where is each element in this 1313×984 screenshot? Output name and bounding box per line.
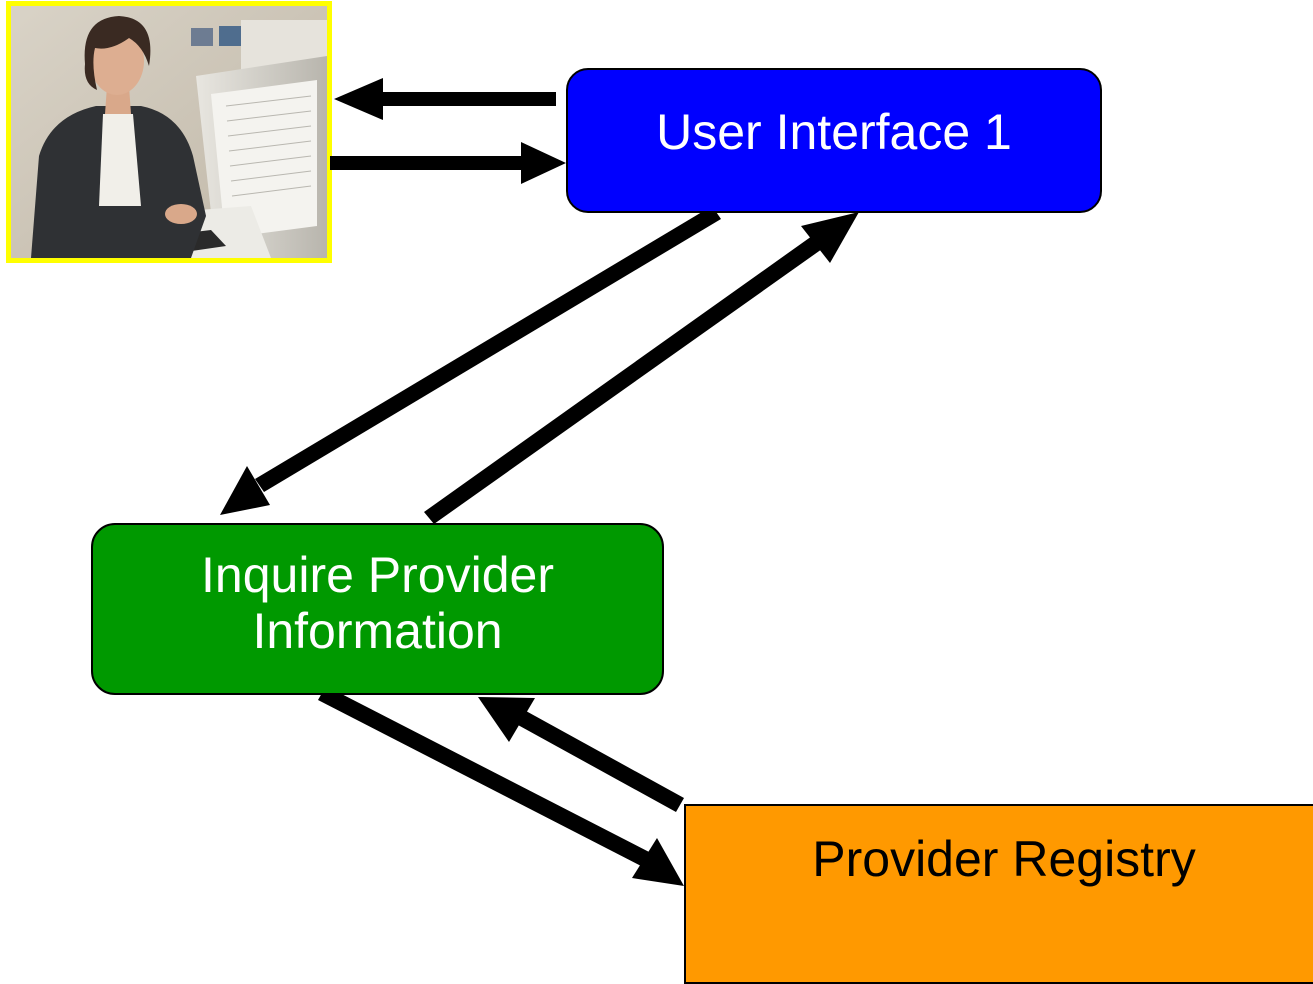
arrow-user-to-ui xyxy=(330,142,566,184)
arrow-ui-to-user xyxy=(334,78,556,120)
provider-registry-label: Provider Registry xyxy=(812,831,1196,887)
user-interface-label: User Interface 1 xyxy=(656,103,1012,160)
user-interface-node: User Interface 1 xyxy=(566,68,1102,213)
person-at-computer-photo xyxy=(11,6,327,258)
arrow-inquire-to-registry xyxy=(318,686,684,886)
inquire-provider-label: Inquire Provider Information xyxy=(201,547,554,659)
provider-registry-node: Provider Registry xyxy=(684,804,1313,984)
arrow-inquire-to-ui xyxy=(424,212,859,524)
arrow-ui-to-inquire xyxy=(220,206,721,515)
arrow-registry-to-inquire xyxy=(478,697,684,812)
user-photo xyxy=(6,1,332,263)
inquire-provider-node: Inquire Provider Information xyxy=(91,523,664,695)
